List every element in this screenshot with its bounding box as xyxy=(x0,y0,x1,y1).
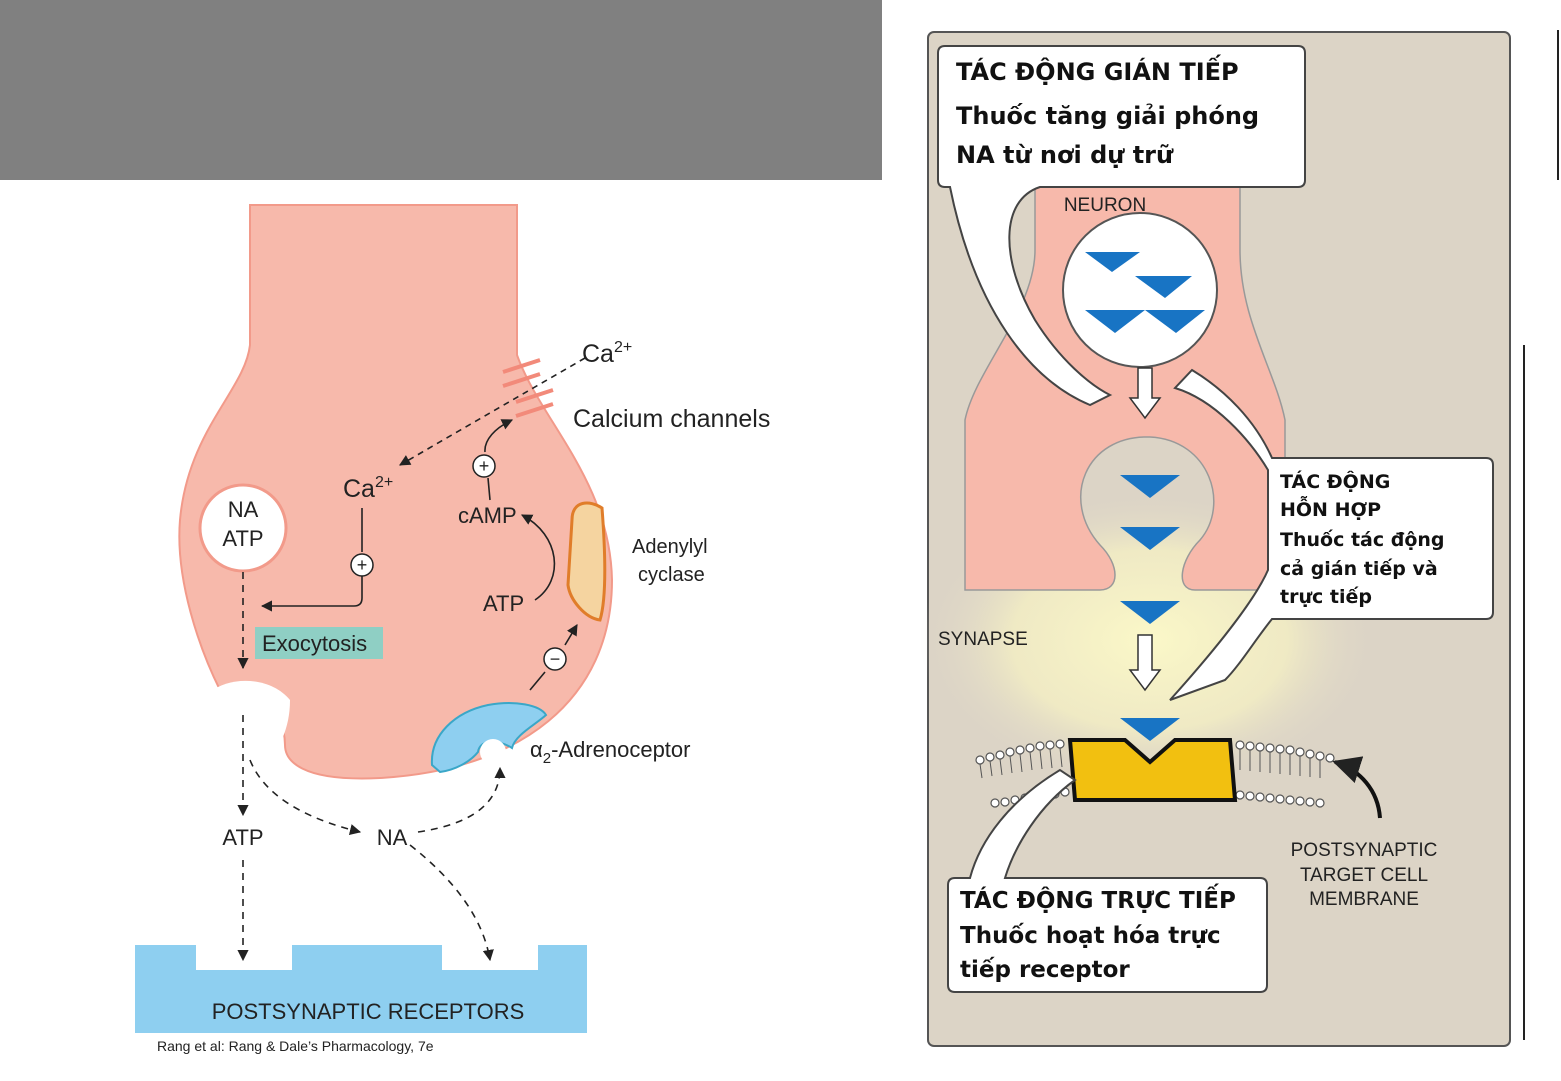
direct-line-1: Thuốc hoạt hóa trực xyxy=(960,922,1221,949)
indirect-line-2: NA từ nơi dự trữ xyxy=(956,141,1174,169)
direct-callout xyxy=(947,768,1268,993)
calcium-stimulates-arrow xyxy=(260,576,363,612)
camp-label: cAMP xyxy=(458,503,517,528)
ca-outside-label: Ca2+ xyxy=(582,339,632,368)
indirect-callout xyxy=(937,45,1306,407)
lipid-tails xyxy=(979,747,1321,779)
plus-sign-camp-text: + xyxy=(479,456,490,476)
postsynaptic-receptor xyxy=(1067,738,1238,802)
mixed-line-2: HỖN HỢP xyxy=(1280,494,1381,521)
receptor-binding-site xyxy=(480,739,506,765)
mixed-line-4: cả gián tiếp và xyxy=(1280,557,1438,580)
postsynaptic-label-1: POSTSYNAPTIC xyxy=(1291,840,1438,861)
mixed-line-1: TÁC ĐỘNG xyxy=(1280,469,1390,493)
right-diagram: NEURON SYNAPSE xyxy=(920,30,1559,1047)
postsynaptic-receptor-bar xyxy=(135,945,587,1033)
membrane-pointer-arrow xyxy=(1332,756,1382,819)
storage-vesicle xyxy=(1062,212,1218,368)
atp-to-camp-arrow xyxy=(521,514,556,601)
postsynaptic-label-3: MEMBRANE xyxy=(1309,889,1419,910)
na-released-label: NA xyxy=(377,825,408,850)
postsynaptic-receptors-label: POSTSYNAPTIC RECEPTORS xyxy=(212,999,525,1024)
gray-title-banner xyxy=(0,0,882,180)
alpha2-adrenoceptor xyxy=(430,702,548,774)
direct-line-2: tiếp receptor xyxy=(960,956,1130,983)
vesicle-na-label: NA xyxy=(228,497,259,522)
exocytosis-label: Exocytosis xyxy=(262,631,367,656)
atp-released-label: ATP xyxy=(222,825,263,850)
na-release-arrow xyxy=(249,759,362,836)
plus-sign-camp xyxy=(472,454,496,478)
receptor-to-cyclase-arrow xyxy=(529,625,577,691)
atp-inside-label: ATP xyxy=(483,591,524,616)
ca-influx-arrow xyxy=(399,357,586,466)
plus-sign-calcium-text: + xyxy=(357,555,368,575)
adenylyl-cyclase xyxy=(566,501,607,622)
released-noradrenaline xyxy=(1120,475,1180,741)
adenylyl-label-2: cyclase xyxy=(638,564,705,586)
minus-sign xyxy=(543,647,567,671)
mixed-callout xyxy=(1169,368,1494,701)
release-arrow-upper xyxy=(1128,367,1162,420)
na-autoreceptor-arrow xyxy=(417,766,506,833)
neuron-label: NEURON xyxy=(1064,195,1146,216)
left-diagram: NA ATP Ca2+ Calcium channels Ca2+ + Exoc… xyxy=(135,204,770,1054)
indirect-line-1: Thuốc tăng giải phóng xyxy=(956,102,1259,130)
calcium-channels-label: Calcium channels xyxy=(573,405,770,433)
camp-to-channel-arrow xyxy=(484,420,512,501)
vesicle xyxy=(198,483,288,573)
adenylyl-label-1: Adenylyl xyxy=(632,536,708,558)
ca-inside-label: Ca2+ xyxy=(343,474,393,503)
release-arrow-lower xyxy=(1128,634,1162,692)
direct-title: TÁC ĐỘNG TRỰC TIẾP xyxy=(960,883,1236,914)
stored-noradrenaline xyxy=(1085,252,1205,333)
postsynaptic-label-2: TARGET CELL xyxy=(1300,865,1428,886)
vesicle-atp-label: ATP xyxy=(222,526,263,551)
synapse-label: SYNAPSE xyxy=(938,629,1028,650)
indirect-title: TÁC ĐỘNG GIÁN TIẾP xyxy=(956,53,1239,86)
na-to-receptor-arrow xyxy=(409,844,494,962)
minus-sign-text: − xyxy=(550,649,561,669)
mixed-line-5: trực tiếp xyxy=(1280,585,1372,608)
citation: Rang et al: Rang & Dale’s Pharmacology, … xyxy=(157,1038,434,1054)
adrenoceptor-label: α2-Adrenoceptor xyxy=(530,737,690,767)
exocytosis-pore xyxy=(205,680,290,760)
mixed-line-3: Thuốc tác động xyxy=(1280,528,1445,551)
exocytosis-box xyxy=(255,627,383,659)
